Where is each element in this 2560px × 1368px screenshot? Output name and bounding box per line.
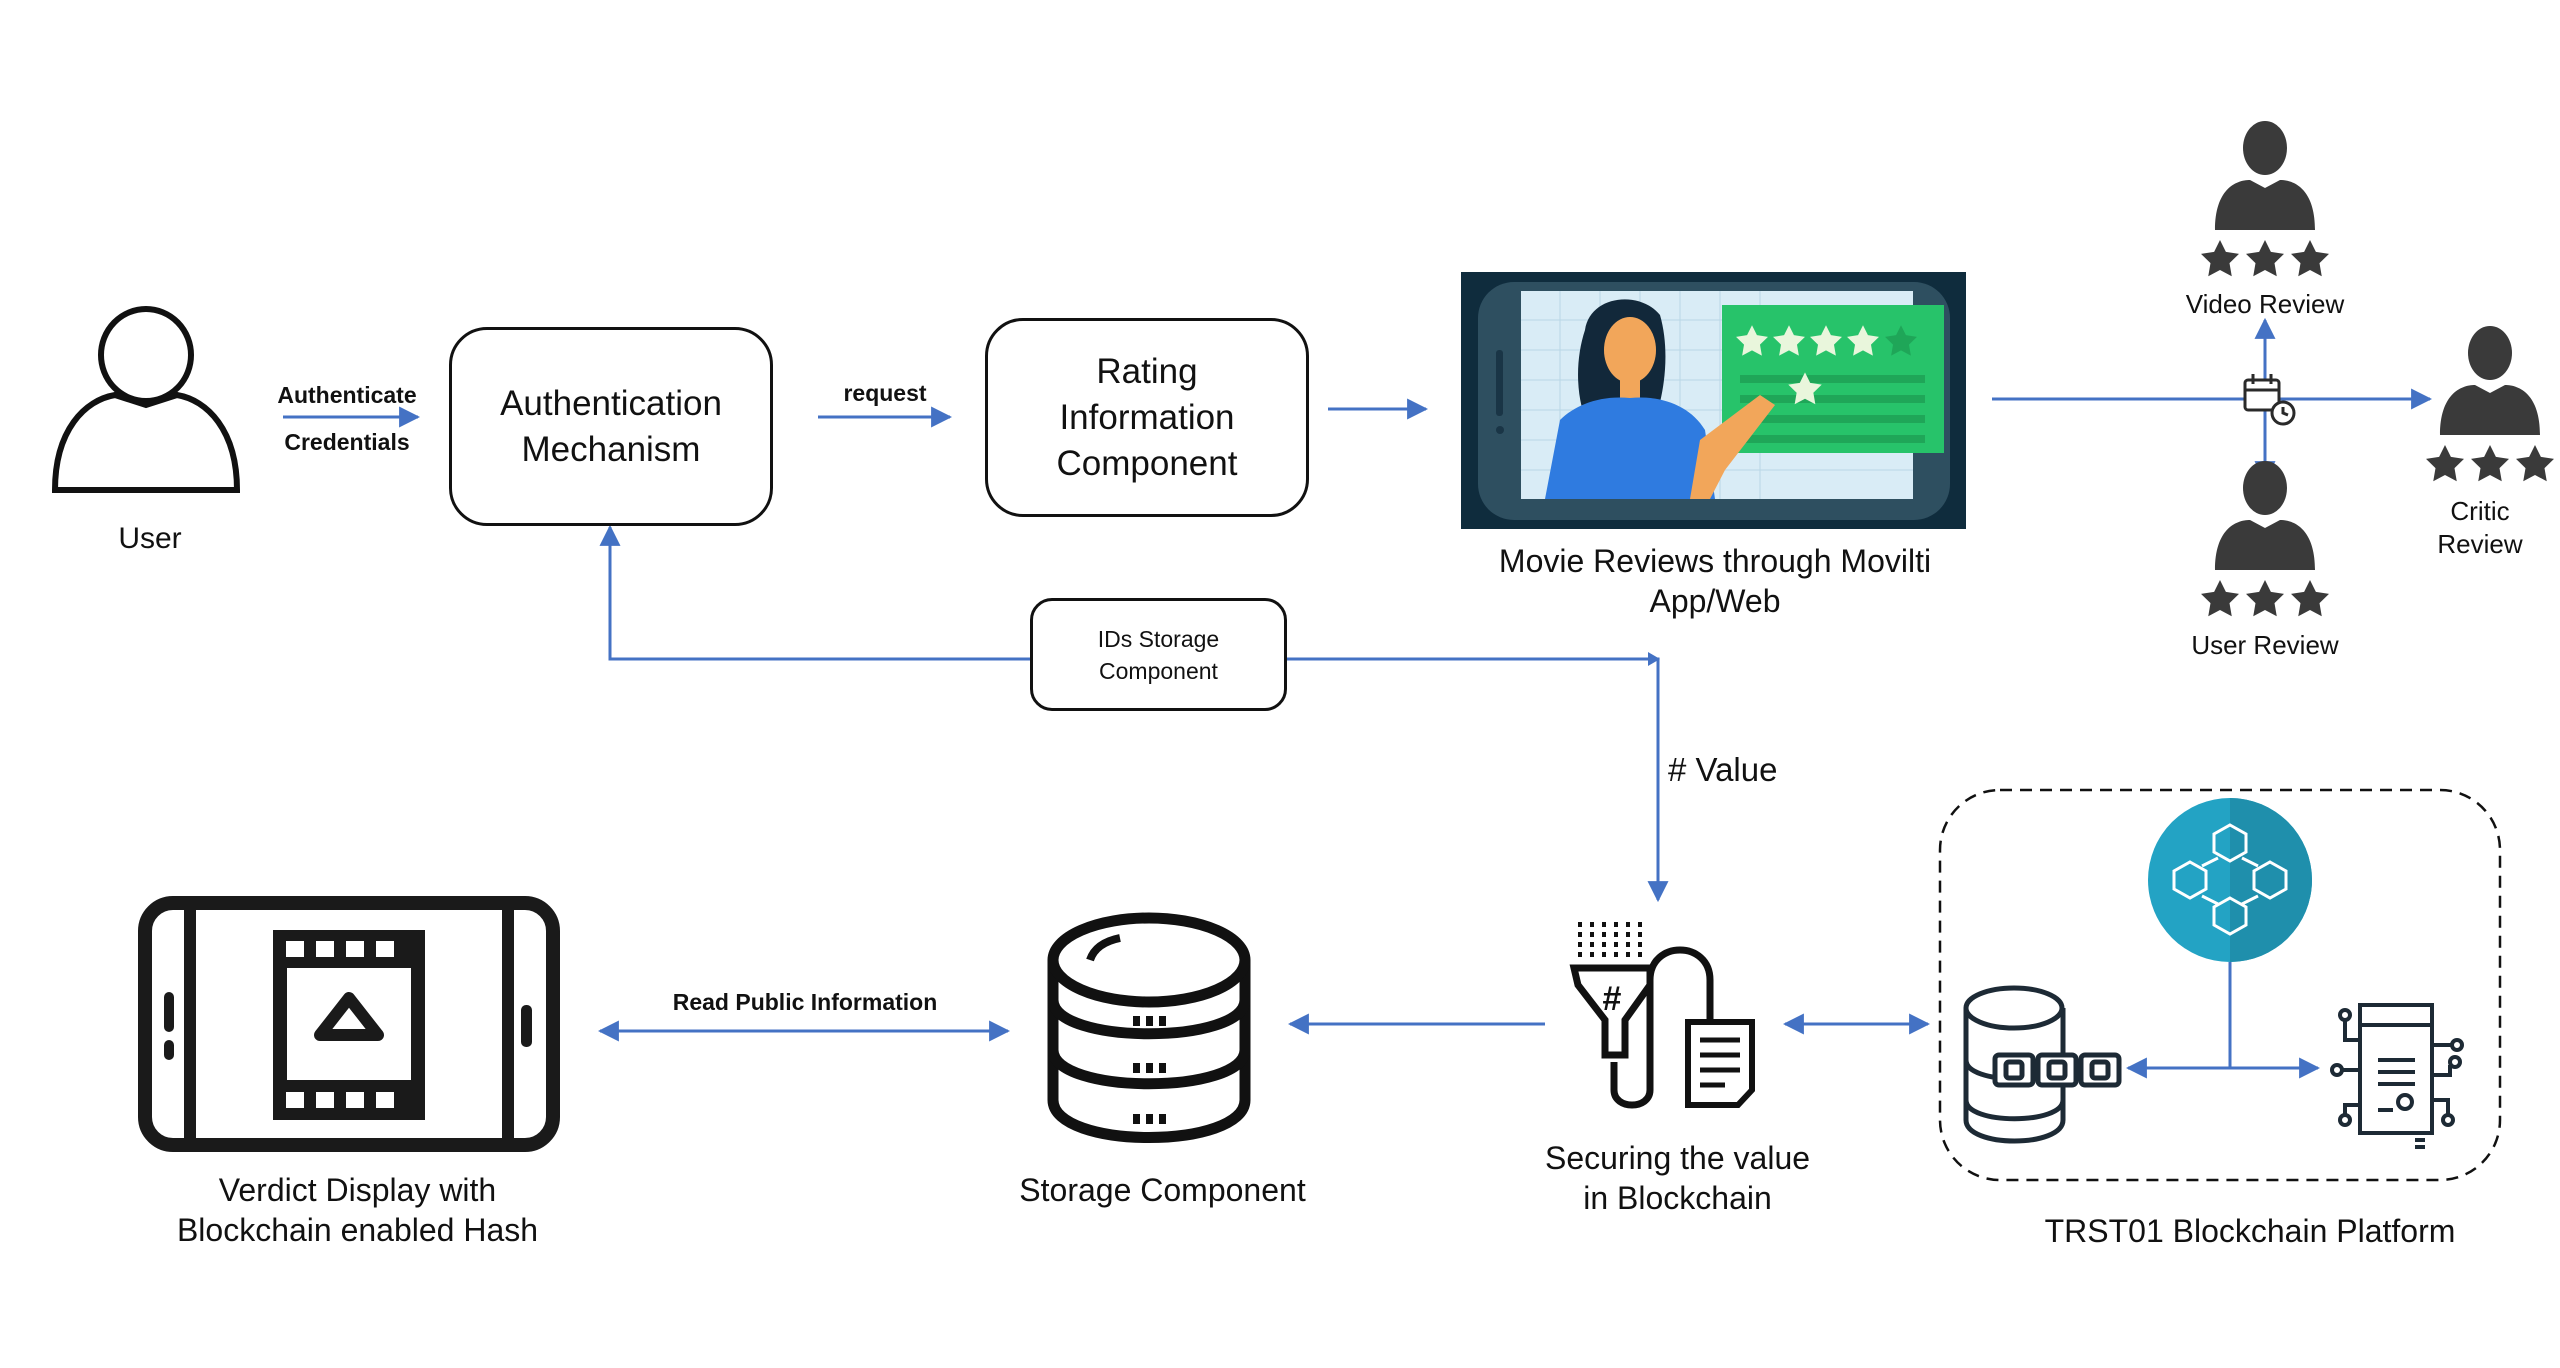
authentication-mechanism-box: Authentication Mechanism [449,327,773,526]
user-label: User [118,522,182,555]
svg-text:#: # [1603,980,1622,1018]
verdict-display-line2: Blockchain enabled Hash [176,1212,539,1248]
platform-label: TRST01 Blockchain Platform [2044,1213,2456,1249]
authenticate-label: Authenticate [277,382,417,408]
securing-label: Securing the value in Blockchain [1520,1138,1835,1218]
user-review-label: User Review [2191,630,2339,660]
critic-review-line1: Critic [2450,496,2510,526]
verdict-display-line1: Verdict Display with [218,1172,497,1208]
blockchain-ledger-icon [1963,985,2122,1144]
platform-container [1938,788,2502,1182]
rating-information-box: Rating Information Component [985,318,1309,517]
movie-review-illustration [1461,272,1966,529]
securing-line1: Securing the value [1544,1140,1811,1176]
storage-database-icon [1047,912,1251,1143]
movie-reviews-line1: Movie Reviews through Movilti [1498,543,1932,579]
critic-review-label: Critic Review [2420,495,2540,561]
movie-reviews-label: Movie Reviews through Movilti App/Web [1440,541,1990,621]
user-review-icon [2201,461,2329,616]
storage-component-label: Storage Component [1019,1172,1306,1208]
ids-storage-label: IDs Storage Component [1097,625,1220,684]
hash-value-label: # Value [1668,751,1778,788]
critic-review-icon [2426,326,2554,481]
movie-reviews-line2: App/Web [1649,583,1781,619]
credentials-label: Credentials [284,429,410,455]
junction-arrowhead [1648,652,1660,666]
authentication-mechanism-label: Authentication Mechanism [500,383,722,469]
verdict-display-icon [138,896,560,1152]
calendar-clock-icon [2243,374,2296,426]
video-review-label: Video Review [2185,289,2345,319]
ids-to-auth-arrow [599,524,1032,661]
critic-review-line2: Review [2437,529,2523,559]
smart-contract-icon [2330,1003,2464,1149]
user-icon [51,306,241,493]
blockchain-network-icon [2148,798,2312,962]
rating-information-label: Rating Information Component [1056,351,1238,483]
ids-storage-box: IDs Storage Component [1030,598,1287,711]
video-review-icon [2201,121,2329,276]
verdict-display-label: Verdict Display with Blockchain enabled … [150,1170,565,1250]
securing-line2: in Blockchain [1583,1180,1772,1216]
read-public-info-label: Read Public Information [672,989,938,1015]
request-label: request [843,380,927,406]
hash-funnel-icon: # [1569,922,1755,1109]
storage-dots [1133,1016,1166,1124]
ids-to-hash-arrow [1287,657,1669,903]
